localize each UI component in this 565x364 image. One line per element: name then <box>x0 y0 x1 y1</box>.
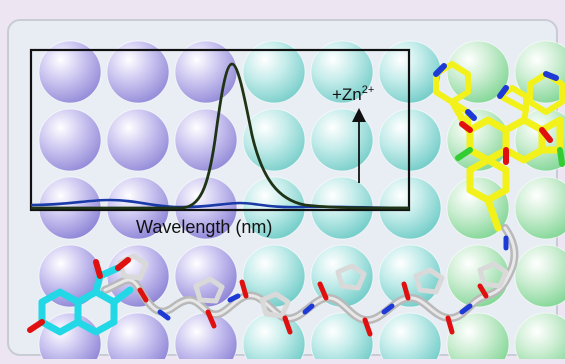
well-circle <box>514 176 565 240</box>
increase-arrow <box>352 108 366 183</box>
spectrum-inset: +Zn2+ Wavelength (nm) <box>29 48 411 237</box>
well-circle <box>310 312 374 364</box>
well-circle <box>378 312 442 364</box>
well-circle <box>174 108 238 172</box>
spectrum-frame <box>29 48 411 212</box>
zinc-sensing-fluorophore <box>433 61 565 232</box>
well-circle <box>514 244 565 308</box>
well-circle <box>310 108 374 172</box>
emission-curve-after-zinc <box>31 62 410 210</box>
coumarin-oxygens <box>27 257 131 333</box>
well-circle <box>514 312 565 364</box>
backbone-nitrogen-atoms <box>157 235 509 321</box>
zinc-charge-superscript: 2+ <box>362 84 375 96</box>
peptide-backbone <box>101 224 519 337</box>
well-circle <box>106 40 170 104</box>
well-circle <box>446 40 510 104</box>
proline-rings <box>117 253 509 319</box>
chlorine-atoms <box>455 147 565 167</box>
pyridine-nitrogens <box>433 63 559 121</box>
zinc-addition-label: +Zn2+ <box>332 84 374 104</box>
coumarin-donor <box>27 257 134 336</box>
well-circle <box>106 108 170 172</box>
well-circle <box>38 40 102 104</box>
fluorophore-oxygens <box>459 121 553 165</box>
x-axis-label: Wavelength (nm) <box>136 217 272 237</box>
peptide-sensor-molecule <box>27 61 565 337</box>
backbone-oxygen-atoms <box>137 279 489 337</box>
dipicolylamine-arms <box>433 61 565 133</box>
well-circle <box>38 108 102 172</box>
well-circle <box>242 40 306 104</box>
zinc-ion-text: +Zn <box>332 85 362 104</box>
well-circle <box>310 40 374 104</box>
well-circle <box>106 312 170 364</box>
well-circle <box>446 312 510 364</box>
